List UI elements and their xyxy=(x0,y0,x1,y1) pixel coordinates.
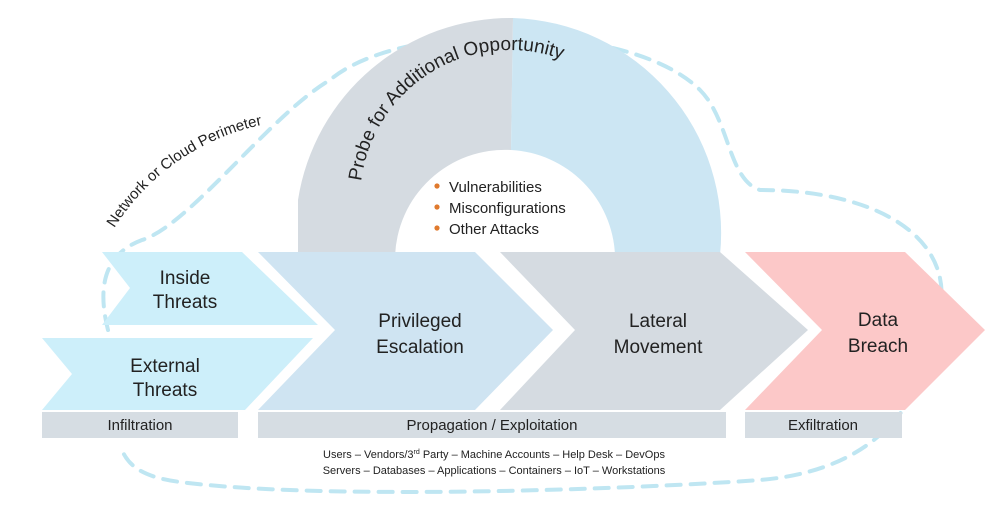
probe-arc-right xyxy=(511,18,722,255)
footnote-identities: Users – Vendors/3rd Party – Machine Acco… xyxy=(323,449,665,461)
phase-label-propagation: Propagation / Exploitation xyxy=(407,417,578,434)
phase-bar-infiltration xyxy=(42,412,238,438)
phase-bar-propagation xyxy=(258,412,726,438)
probe-bullet-list: Vulnerabilities Misconfigurations Other … xyxy=(434,179,566,238)
phase-label-exfiltration: Exfiltration xyxy=(788,417,858,434)
chevron-external-threats xyxy=(42,338,313,410)
privileged-escalation-line2: Escalation xyxy=(376,337,464,358)
phase-label-infiltration: Infiltration xyxy=(107,417,172,434)
inside-threats-line1: Inside xyxy=(160,268,211,289)
chevron-privileged-escalation xyxy=(258,252,553,410)
privileged-escalation-line1: Privileged xyxy=(378,311,461,332)
bullet-item: Other Attacks xyxy=(449,221,539,238)
bullet-item: Vulnerabilities xyxy=(449,179,542,196)
perimeter-outline xyxy=(101,34,944,494)
probe-arc-left xyxy=(298,17,513,258)
bullet-dot xyxy=(434,204,440,210)
phase-bar-exfiltration xyxy=(745,412,902,438)
chevron-data-breach xyxy=(745,252,985,410)
data-breach-line2: Breach xyxy=(848,336,908,357)
footnote-identities-b: Party – Machine Accounts – Help Desk – D… xyxy=(420,449,666,461)
bullet-dot xyxy=(434,183,440,189)
footnote-assets: Servers – Databases – Applications – Con… xyxy=(323,465,666,477)
footnote-identities-sup: rd xyxy=(414,449,420,456)
lateral-movement-line2: Movement xyxy=(614,337,703,358)
chevron-inside-threats xyxy=(102,252,318,325)
inside-threats-line2: Threats xyxy=(153,292,217,313)
footnote-identities-a: Users – Vendors/3 xyxy=(323,449,414,461)
bullet-dot xyxy=(434,225,440,231)
chevron-lateral-movement xyxy=(500,252,808,410)
lateral-movement-line1: Lateral xyxy=(629,311,687,332)
external-threats-line1: External xyxy=(130,356,200,377)
bullet-item: Misconfigurations xyxy=(449,200,566,217)
data-breach-line1: Data xyxy=(858,310,899,331)
external-threats-line2: Threats xyxy=(133,380,197,401)
